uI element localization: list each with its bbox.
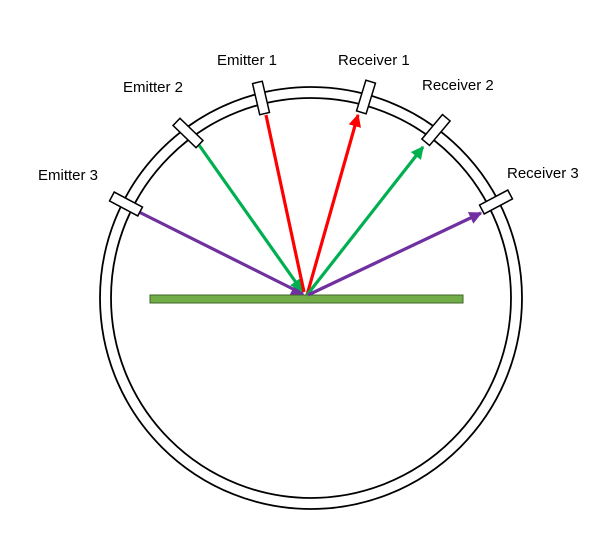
inner-ring (110, 97, 512, 499)
emitter-1-port (251, 80, 271, 116)
emitter-3-port (108, 191, 144, 217)
beam-emitter-2 (197, 144, 304, 293)
receiver-2-label: Receiver 2 (422, 77, 494, 94)
beam-receiver-1 (305, 113, 362, 296)
receiver-3-port (478, 189, 514, 215)
emitter-1-label: Emitter 1 (217, 52, 277, 69)
beam-receiver-2 (305, 145, 425, 296)
beam-emitter-3 (138, 210, 305, 296)
beam-receiver-3 (307, 211, 483, 297)
receiver-3-label: Receiver 3 (507, 165, 579, 182)
receiver-1-label: Receiver 1 (338, 52, 410, 69)
outer-ring (99, 86, 523, 510)
emitter-3-label: Emitter 3 (38, 167, 98, 184)
sample-plate (149, 294, 464, 304)
receiver-1-port (355, 79, 377, 115)
emitter-2-label: Emitter 2 (123, 79, 183, 96)
emitter-2-port (171, 117, 205, 149)
beam-emitter-1 (264, 114, 306, 293)
receiver-2-port (420, 113, 452, 147)
